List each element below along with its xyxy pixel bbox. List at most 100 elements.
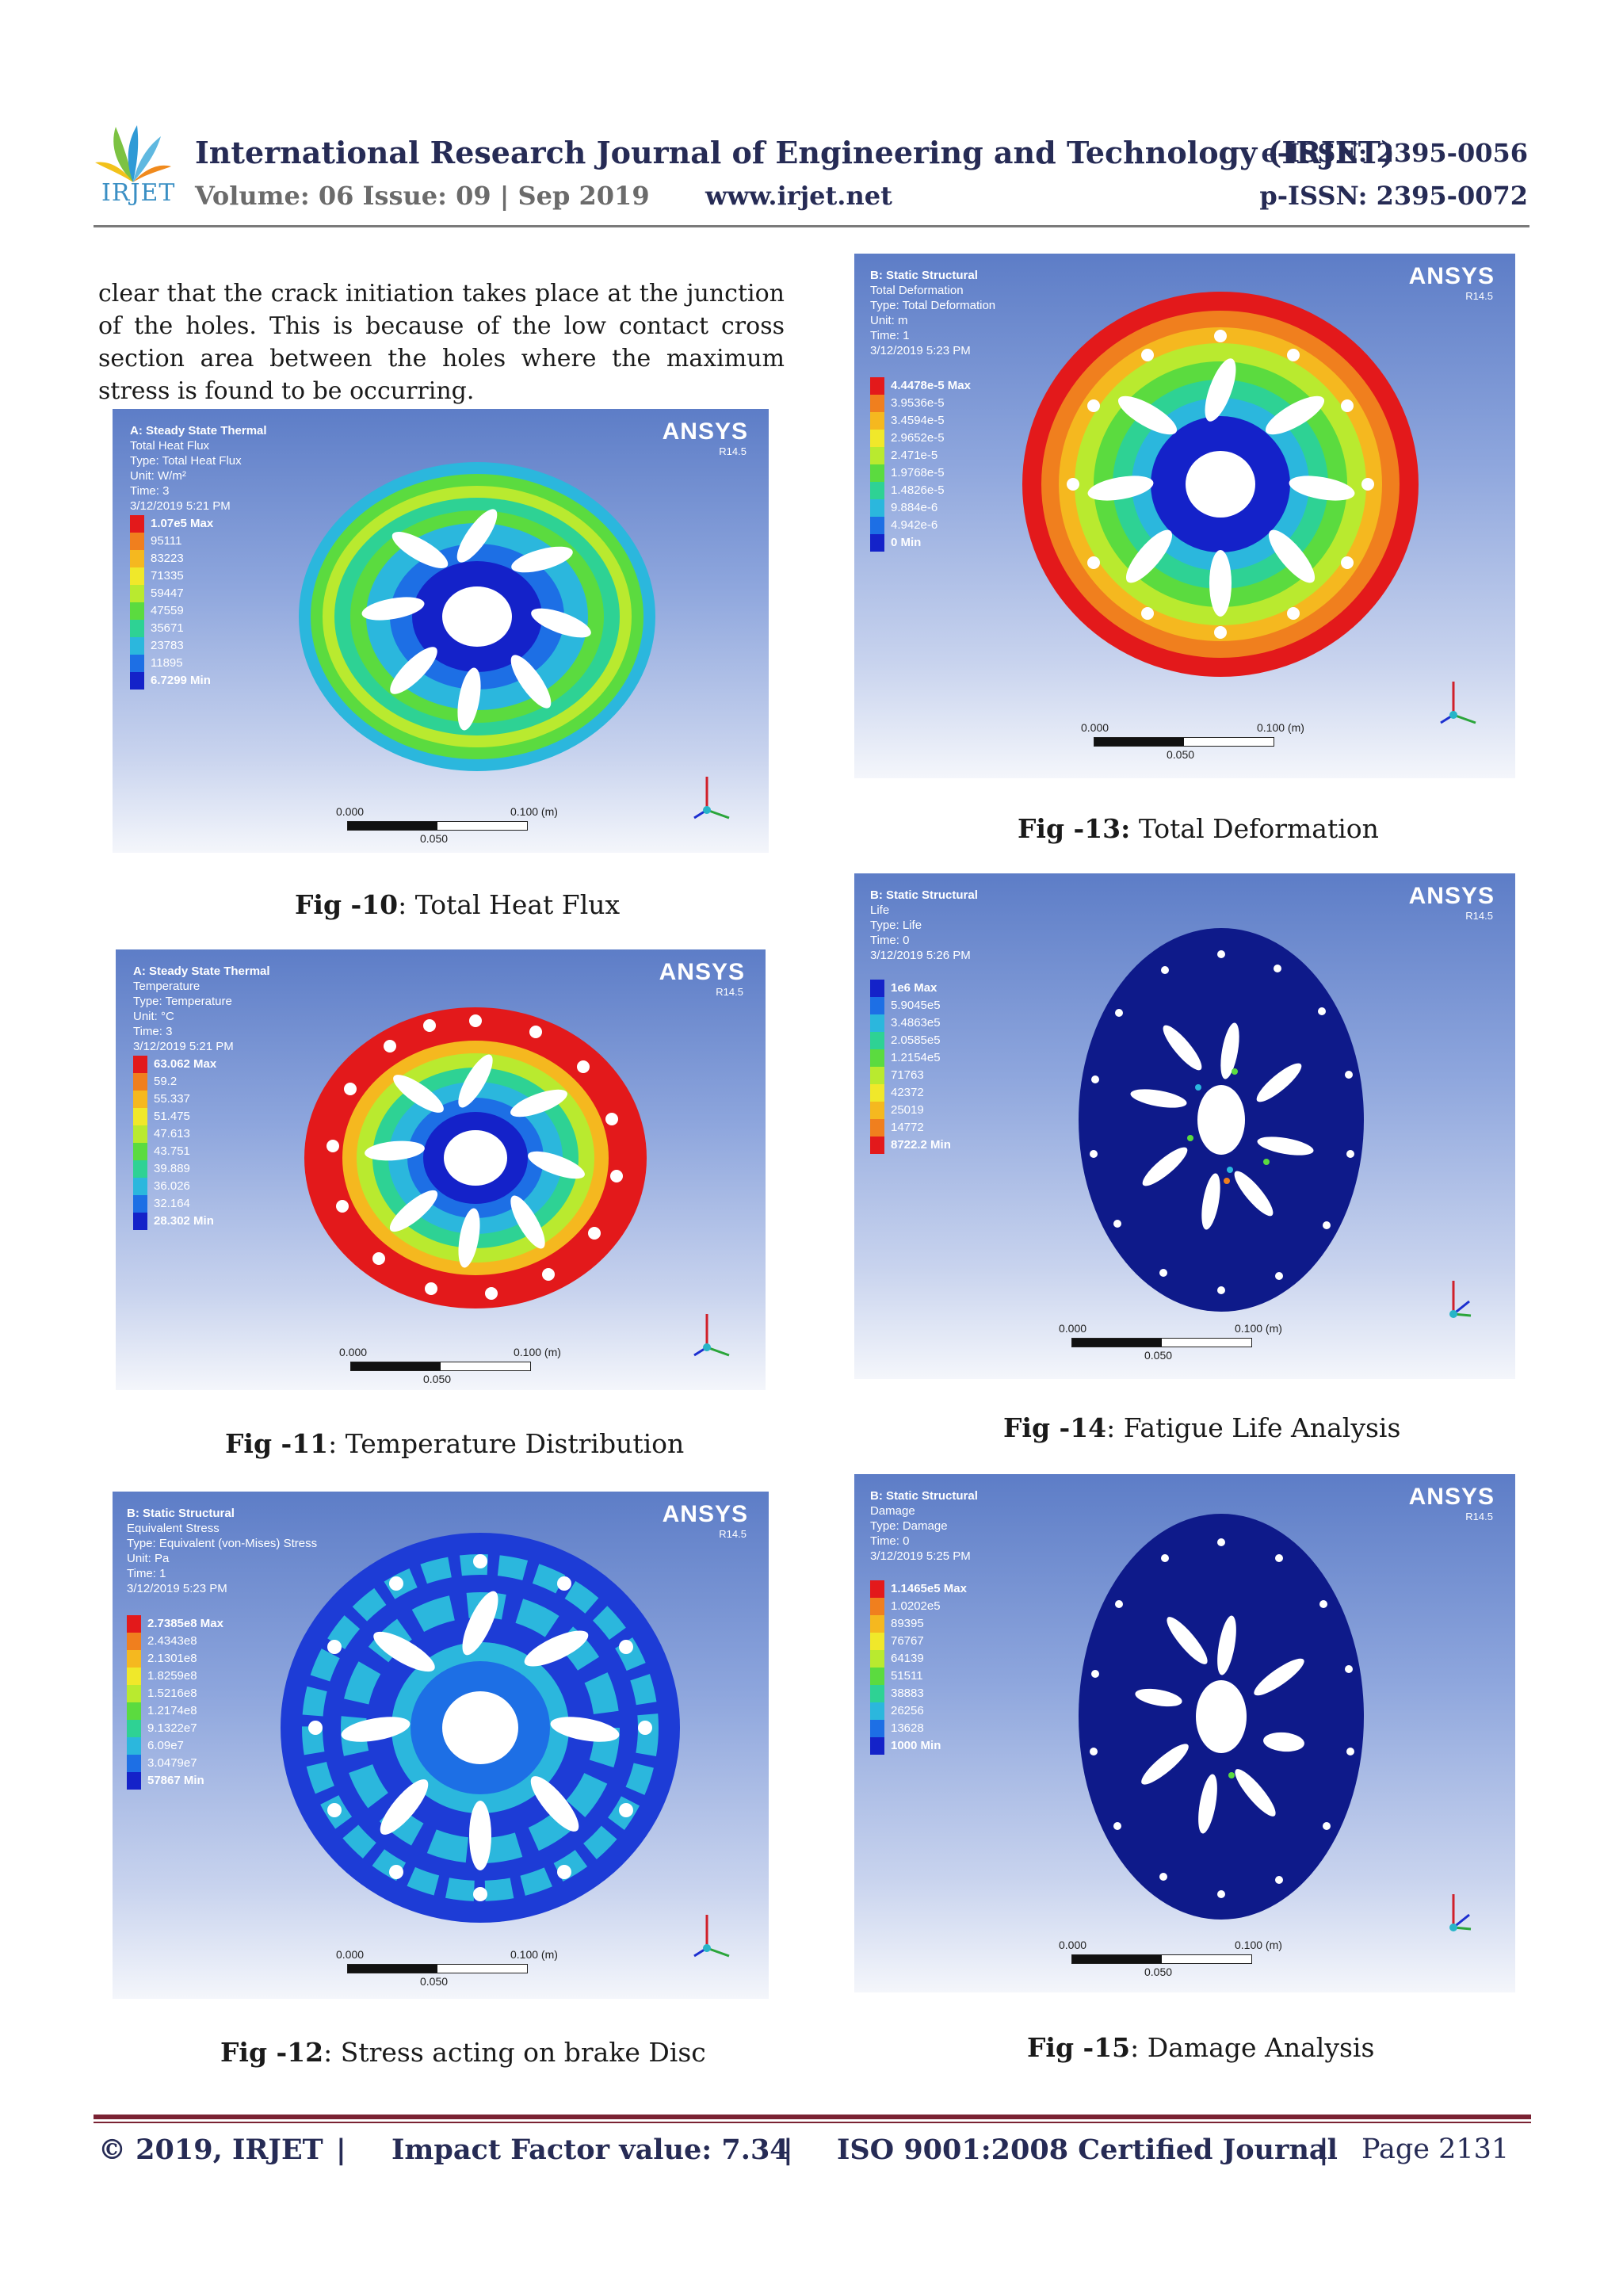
legend-label: 25019: [891, 1103, 924, 1117]
footer-separator: |: [783, 2134, 793, 2166]
legend-swatch: [870, 517, 884, 534]
scale-end: 0.100 (m): [1257, 721, 1304, 734]
stress-disc: [281, 1533, 680, 1923]
legend-label: 1.0202e5: [891, 1599, 941, 1613]
legend-swatch: [870, 1084, 884, 1102]
ansys-release: R14.5: [1465, 910, 1493, 922]
legend-label: 89395: [891, 1617, 924, 1630]
legend-swatch: [870, 534, 884, 552]
legend-label: 83223: [151, 552, 184, 565]
caption-text: : Fatigue Life Analysis: [1106, 1412, 1401, 1443]
ansys-release: R14.5: [1465, 290, 1493, 302]
legend-swatch: [870, 1685, 884, 1702]
figure-caption: Fig -11: Temperature Distribution: [225, 1428, 684, 1459]
result-type: Type: Temperature: [133, 995, 232, 1008]
figure-caption: Fig -12: Stress acting on brake Disc: [220, 2037, 706, 2068]
legend-label: 3.4594e-5: [891, 414, 945, 427]
scale-end: 0.100 (m): [1235, 1939, 1282, 1951]
result-unit: Unit: °C: [133, 1010, 174, 1023]
legend-row: 1.2174e8: [127, 1702, 223, 1720]
scale-mid: 0.050: [420, 1975, 449, 1988]
legend-label: 4.942e-6: [891, 518, 938, 532]
legend-label: 2.7385e8 Max: [147, 1617, 223, 1630]
legend-row: 4.942e-6: [870, 517, 971, 534]
legend-row: 1.4826e-5: [870, 482, 971, 499]
legend-swatch: [870, 1102, 884, 1119]
result-name: Temperature: [133, 980, 200, 993]
legend-row: 3.4594e-5: [870, 412, 971, 430]
legend-row: 76767: [870, 1633, 967, 1650]
legend-row: 2.471e-5: [870, 447, 971, 464]
analysis-title: B: Static Structural: [870, 1489, 978, 1503]
caption-text: Total Deformation: [1130, 813, 1379, 844]
legend-row: 1.5216e8: [127, 1685, 223, 1702]
damage-disc: [1079, 1514, 1364, 1920]
legend-label: 3.4863e5: [891, 1016, 941, 1030]
legend-row: 47559: [130, 602, 213, 620]
scale-mid: 0.050: [1144, 1349, 1173, 1362]
legend-swatch: [870, 412, 884, 430]
legend-swatch: [127, 1737, 141, 1755]
caption-label: Fig -13:: [1018, 813, 1131, 844]
legend-label: 38883: [891, 1687, 924, 1700]
result-date: 3/12/2019 5:26 PM: [870, 949, 971, 962]
result-date: 3/12/2019 5:23 PM: [870, 344, 971, 357]
legend-label: 51511: [891, 1669, 923, 1683]
result-name: Equivalent Stress: [127, 1522, 220, 1535]
legend-row: 9.884e-6: [870, 499, 971, 517]
website-link[interactable]: www.irjet.net: [705, 181, 892, 211]
result-type: Type: Damage: [870, 1519, 948, 1533]
legend-label: 1e6 Max: [891, 981, 938, 995]
legend-label: 32.164: [154, 1197, 190, 1210]
axis-triad-icon: [1449, 1281, 1472, 1318]
legend-row: 95111: [130, 533, 213, 550]
legend-swatch: [127, 1633, 141, 1650]
figure-fatigue-life: B: Static Structural Life Type: Life Tim…: [854, 873, 1515, 1379]
irjet-logo: [95, 125, 171, 182]
legend-row: 57867 Min: [127, 1772, 223, 1790]
legend-label: 1.1465e5 Max: [891, 1582, 967, 1595]
logo-text: IRJET: [101, 179, 176, 207]
figure-total-heat-flux: A: Steady State Thermal Total Heat Flux …: [113, 409, 769, 853]
footer-separator: |: [336, 2134, 346, 2166]
result-info-panel: A: Steady State Thermal Temperature Type…: [133, 964, 270, 1054]
legend-label: 14772: [891, 1121, 924, 1134]
ansys-release: R14.5: [1465, 1511, 1493, 1522]
analysis-title: B: Static Structural: [870, 269, 978, 282]
caption-text: : Stress acting on brake Disc: [323, 2037, 706, 2068]
analysis-title: A: Steady State Thermal: [133, 965, 270, 978]
legend-swatch: [130, 655, 144, 672]
scale-end: 0.100 (m): [510, 1948, 558, 1961]
legend-swatch: [870, 1580, 884, 1598]
axis-triad-icon: [693, 1915, 730, 1958]
result-time: Time: 1: [127, 1567, 166, 1580]
legend-row: 9.1322e7: [127, 1720, 223, 1737]
legend-label: 9.884e-6: [891, 501, 938, 514]
legend-label: 1.5216e8: [147, 1687, 197, 1700]
legend-label: 2.9652e-5: [891, 431, 945, 445]
result-unit: Unit: Pa: [127, 1552, 170, 1565]
result-date: 3/12/2019 5:23 PM: [127, 1582, 227, 1595]
legend-label: 6.7299 Min: [151, 674, 211, 687]
caption-label: Fig -15: [1027, 2032, 1131, 2063]
legend-label: 5.9045e5: [891, 999, 941, 1012]
scale-mid: 0.050: [1144, 1966, 1173, 1978]
legend-label: 51.475: [154, 1110, 190, 1123]
legend-row: 51511: [870, 1668, 967, 1685]
legend-row: 89395: [870, 1615, 967, 1633]
legend-swatch: [870, 1137, 884, 1154]
result-type: Type: Life: [870, 919, 922, 932]
axis-triad-icon: [1449, 1894, 1472, 1931]
legend-label: 11895: [151, 656, 183, 670]
scale-bar-graphic: [1094, 737, 1274, 747]
fatigue-life-disc: [1079, 928, 1364, 1312]
legend-label: 1000 Min: [891, 1739, 941, 1752]
legend-row: 35671: [130, 620, 213, 637]
scale-start: 0.000: [336, 1948, 365, 1961]
legend-row: 26256: [870, 1702, 967, 1720]
legend-row: 1000 Min: [870, 1737, 967, 1755]
legend-row: 13628: [870, 1720, 967, 1737]
legend-swatch: [133, 1056, 147, 1073]
